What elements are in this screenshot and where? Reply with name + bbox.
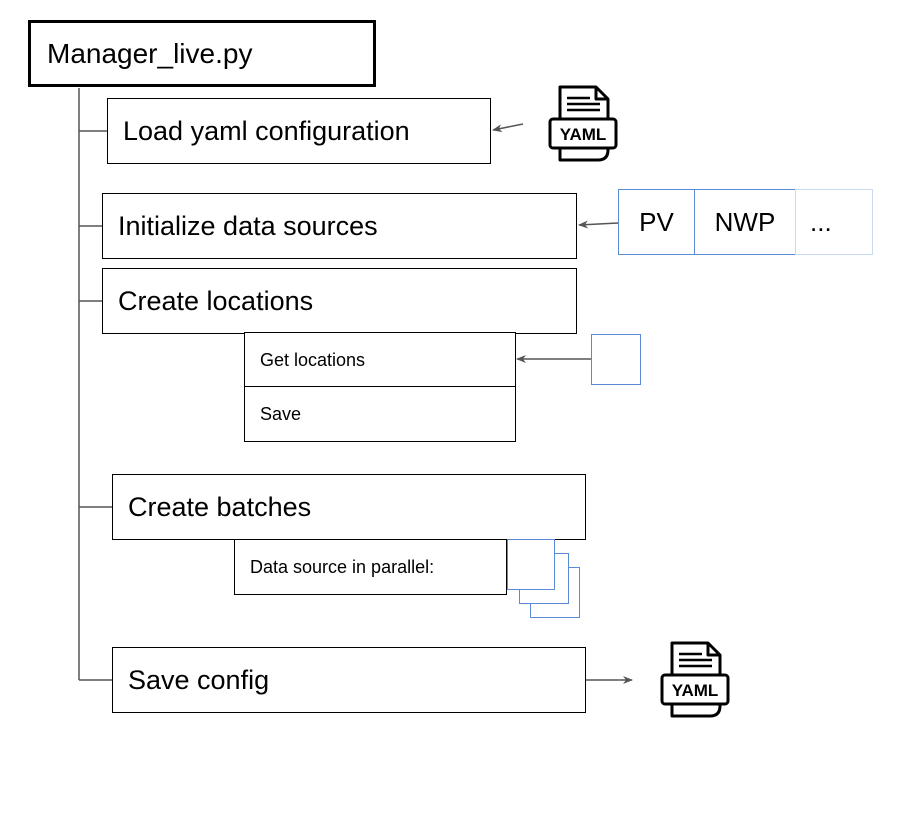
substep-save-label: Save [260,403,302,424]
yaml-file-icon-input: YAML [548,85,618,162]
root-script-box: Manager_live.py [28,20,376,87]
root-script-label: Manager_live.py [47,37,253,69]
parallel-stack-front [507,539,555,590]
step-create-locations-label: Create locations [118,285,314,316]
substep-parallel-label: Data source in parallel: [250,556,435,577]
yaml-icon-output-text: YAML [672,681,719,700]
yaml-file-icon-output: YAML [660,641,730,718]
step-load-yaml-label: Load yaml configuration [123,115,410,146]
step-create-batches-box: Create batches [112,474,586,540]
substep-save-box: Save [244,386,516,442]
step-save-config-box: Save config [112,647,586,713]
source-nwp-label: NWP [714,206,776,237]
substep-get-locations-box: Get locations [244,332,516,388]
step-init-sources-label: Initialize data sources [118,210,378,241]
step-save-config-label: Save config [128,664,270,695]
source-more-label: ... [810,206,832,237]
arrow-yaml-to-load [492,123,524,133]
location-source-box [591,334,641,385]
step-init-sources-box: Initialize data sources [102,193,577,259]
substep-parallel-box: Data source in parallel: [234,539,507,595]
source-pv-label: PV [639,206,674,237]
source-nwp: NWP [694,189,796,255]
arrow-sources-to-init [578,220,619,229]
step-create-batches-label: Create batches [128,491,312,522]
substep-get-locations-label: Get locations [260,349,366,370]
source-more: ... [795,189,873,255]
source-pv: PV [618,189,695,255]
yaml-icon-input-text: YAML [560,125,607,144]
step-load-yaml-box: Load yaml configuration [107,98,491,164]
step-create-locations-box: Create locations [102,268,577,334]
